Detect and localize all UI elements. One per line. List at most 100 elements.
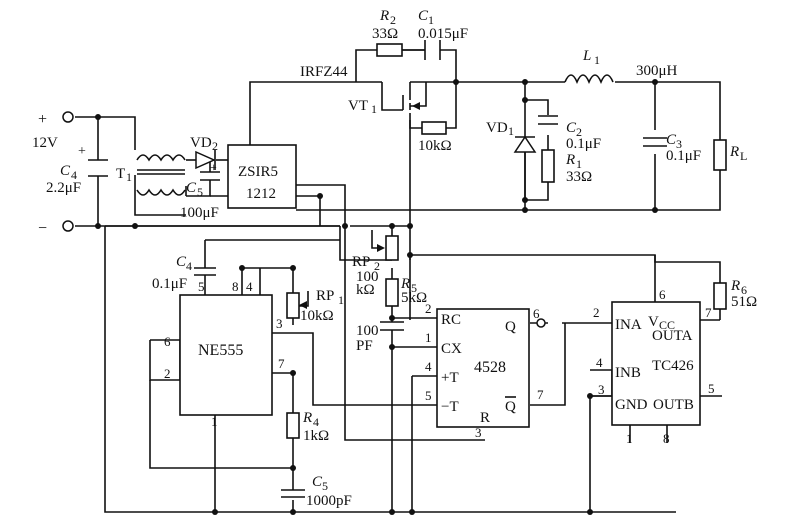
svg-text:33Ω: 33Ω: [372, 26, 398, 42]
svg-text:4: 4: [71, 168, 77, 182]
svg-text:VT: VT: [348, 98, 368, 114]
svg-text:51Ω: 51Ω: [731, 294, 757, 310]
svg-text:1000pF: 1000pF: [306, 493, 352, 509]
svg-text:T: T: [116, 166, 125, 182]
svg-text:R: R: [565, 152, 575, 168]
svg-text:RP: RP: [316, 288, 334, 304]
ic-4528: RC CX 4528 +T −T R Q Q 2 1 4 5 3 6 7: [425, 301, 546, 440]
svg-text:2: 2: [576, 125, 582, 139]
svg-text:7: 7: [537, 387, 544, 402]
svg-text:5: 5: [322, 479, 328, 493]
svg-text:2.2μF: 2.2μF: [46, 180, 81, 196]
svg-text:0.1μF: 0.1μF: [566, 136, 601, 152]
diode-vd1: VD 1: [486, 100, 537, 200]
svg-text:100: 100: [356, 269, 379, 285]
capacitor-c5-timer: C 5 1000pF: [281, 474, 352, 509]
svg-text:3: 3: [276, 316, 283, 331]
svg-text:C: C: [418, 8, 429, 24]
svg-text:VD: VD: [486, 120, 508, 136]
svg-text:100: 100: [356, 323, 379, 339]
svg-text:2: 2: [425, 301, 432, 316]
svg-text:−T: −T: [441, 399, 459, 415]
ic-tc426: INA V CC OUTA INB TC426 GND OUTB 2 6 7 4…: [593, 287, 715, 446]
resistor-r4: R 4 1kΩ: [286, 410, 329, 444]
svg-text:R: R: [400, 276, 410, 292]
svg-text:100μF: 100μF: [180, 205, 219, 221]
svg-text:8: 8: [663, 431, 670, 446]
svg-text:300μH: 300μH: [636, 63, 678, 79]
svg-text:2: 2: [390, 13, 396, 27]
svg-text:4: 4: [596, 355, 603, 370]
svg-text:4: 4: [425, 359, 432, 374]
junction-dots: [95, 79, 658, 515]
svg-text:1212: 1212: [246, 186, 276, 202]
capacitor-c4-input: + C 4 2.2μF: [46, 144, 108, 196]
svg-text:INB: INB: [615, 365, 641, 381]
svg-text:1: 1: [576, 157, 582, 171]
svg-text:R: R: [480, 410, 490, 426]
svg-text:2: 2: [374, 259, 380, 273]
svg-text:VD: VD: [190, 135, 212, 151]
svg-text:5: 5: [708, 381, 715, 396]
svg-text:RP: RP: [352, 254, 370, 270]
svg-text:OUTA: OUTA: [652, 328, 693, 344]
transformer-t1: T 1: [116, 154, 186, 196]
svg-text:R: R: [302, 410, 312, 426]
svg-text:1: 1: [211, 414, 218, 429]
supply-voltage: 12V: [32, 135, 58, 151]
svg-text:5: 5: [197, 185, 203, 199]
svg-text:C: C: [186, 180, 197, 196]
svg-text:1: 1: [371, 102, 377, 116]
svg-text:+T: +T: [441, 370, 459, 386]
svg-text:L: L: [582, 48, 591, 64]
svg-text:CC: CC: [659, 318, 675, 332]
svg-text:R: R: [729, 144, 739, 160]
q-output-bubble: [536, 318, 546, 328]
svg-text:10kΩ: 10kΩ: [300, 308, 334, 324]
resistor-r6: R 6 51Ω: [713, 278, 757, 310]
svg-text:4528: 4528: [474, 359, 506, 376]
svg-text:INA: INA: [615, 317, 642, 333]
svg-text:L: L: [740, 149, 747, 163]
svg-text:C: C: [666, 132, 677, 148]
svg-text:C: C: [176, 254, 187, 270]
svg-text:kΩ: kΩ: [356, 282, 375, 298]
svg-text:1: 1: [626, 431, 633, 446]
svg-text:33Ω: 33Ω: [566, 169, 592, 185]
svg-text:R: R: [379, 8, 389, 24]
svg-text:6: 6: [741, 283, 747, 297]
svg-text:5: 5: [198, 279, 205, 294]
svg-text:1: 1: [428, 13, 434, 27]
resistor-r1: R 1 33Ω: [541, 149, 592, 185]
resistor-r2: R 2 33Ω: [372, 8, 403, 57]
svg-text:5: 5: [411, 281, 417, 295]
svg-text:0.1μF: 0.1μF: [152, 276, 187, 292]
resistor-r5: R 5 5kΩ: [385, 276, 427, 307]
svg-text:2: 2: [164, 366, 171, 381]
svg-text:3: 3: [598, 382, 605, 397]
capacitor-100pf: 100 PF: [356, 321, 404, 354]
svg-text:C: C: [60, 163, 71, 179]
svg-text:V: V: [648, 314, 659, 330]
negative-terminal: [62, 220, 74, 232]
svg-text:1kΩ: 1kΩ: [303, 428, 329, 444]
svg-text:5: 5: [425, 388, 432, 403]
diode-vd2: VD 2: [190, 135, 218, 170]
positive-terminal: [62, 111, 74, 123]
svg-text:3: 3: [475, 425, 482, 440]
plus-label: +: [38, 111, 47, 128]
minus-label: −: [38, 220, 47, 237]
inductor-l1: L 1 300μH: [564, 48, 678, 85]
svg-text:7: 7: [705, 305, 712, 320]
svg-text:R: R: [730, 278, 740, 294]
resistor-10k-gate: 10kΩ: [418, 121, 452, 154]
svg-text:10kΩ: 10kΩ: [418, 138, 452, 154]
svg-text:Q: Q: [505, 399, 516, 415]
svg-text:6: 6: [659, 287, 666, 302]
svg-text:0.1μF: 0.1μF: [666, 148, 701, 164]
svg-text:4: 4: [246, 279, 253, 294]
capacitor-c2: C 2 0.1μF: [538, 115, 601, 152]
svg-text:8: 8: [232, 279, 239, 294]
svg-text:C: C: [312, 474, 323, 490]
svg-text:3: 3: [676, 137, 682, 151]
